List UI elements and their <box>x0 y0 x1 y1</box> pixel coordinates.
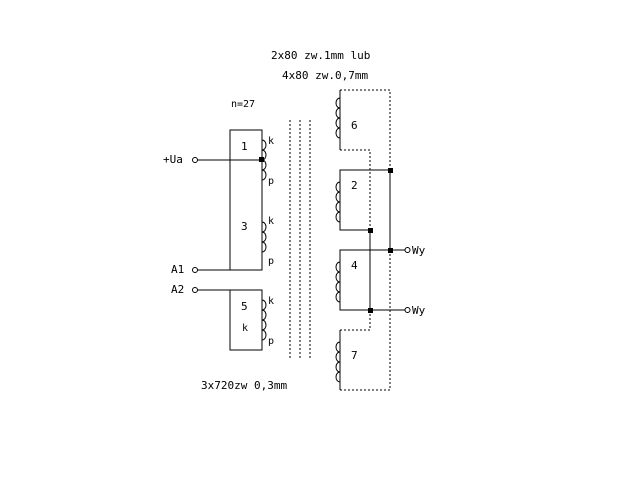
terminal-ua[interactable] <box>192 157 198 163</box>
terminal-wy2[interactable] <box>404 307 411 313</box>
mark-p-3: p <box>268 256 274 267</box>
terminal-a2[interactable] <box>192 287 198 293</box>
winding-number-4: 4 <box>351 259 358 272</box>
terminal-a2-label: A2 <box>171 283 184 296</box>
winding-number-2: 2 <box>351 179 358 192</box>
primary-coil-3 <box>261 221 267 253</box>
terminal-wy1[interactable] <box>404 247 411 253</box>
primary-coil-5 <box>261 299 267 341</box>
secondary-coil-4 <box>335 261 341 303</box>
winding-4-outline <box>339 249 390 311</box>
secondary-coil-6 <box>335 97 341 139</box>
mark-k-5: k <box>268 296 274 307</box>
winding-number-1: 1 <box>241 140 248 153</box>
secondary-coil-7 <box>335 341 341 383</box>
node-ua-tap <box>259 157 264 162</box>
winding-number-6: 6 <box>351 119 358 132</box>
mark-k-5-inner: k <box>242 323 248 334</box>
turns-label: n=27 <box>231 99 255 110</box>
terminal-wy1-label: Wy <box>412 244 426 257</box>
terminal-wy2-label: Wy <box>412 304 426 317</box>
secondary-coil-2 <box>335 181 341 223</box>
secondary-wire-spec-2: 4x80 zw.0,7mm <box>282 69 368 82</box>
winding-7-outline <box>340 250 391 391</box>
mark-p-5: p <box>268 336 274 347</box>
terminal-ua-label: +Ua <box>163 153 183 166</box>
mark-p-1: p <box>268 176 274 187</box>
winding-7-upper-outline <box>340 310 371 331</box>
winding-number-5: 5 <box>241 300 248 313</box>
mark-k-3: k <box>268 216 274 227</box>
node-wy2 <box>368 308 373 313</box>
node-2-bottom <box>368 228 373 233</box>
node-2-top <box>388 168 393 173</box>
winding-6-outline <box>340 89 391 170</box>
winding-6-lower-outline <box>340 149 371 230</box>
secondary-wire-spec-1: 2x80 zw.1mm lub <box>271 49 370 62</box>
primary-bobbin-lower <box>229 289 263 351</box>
primary-bobbin-upper <box>229 129 263 271</box>
winding-2-outline <box>339 169 390 231</box>
terminal-a1[interactable] <box>192 267 198 273</box>
mark-k-1: k <box>268 136 274 147</box>
winding-number-3: 3 <box>241 220 248 233</box>
winding-number-7: 7 <box>351 349 358 362</box>
primary-wire-spec: 3x720zw 0,3mm <box>201 379 287 392</box>
terminal-a1-label: A1 <box>171 263 184 276</box>
